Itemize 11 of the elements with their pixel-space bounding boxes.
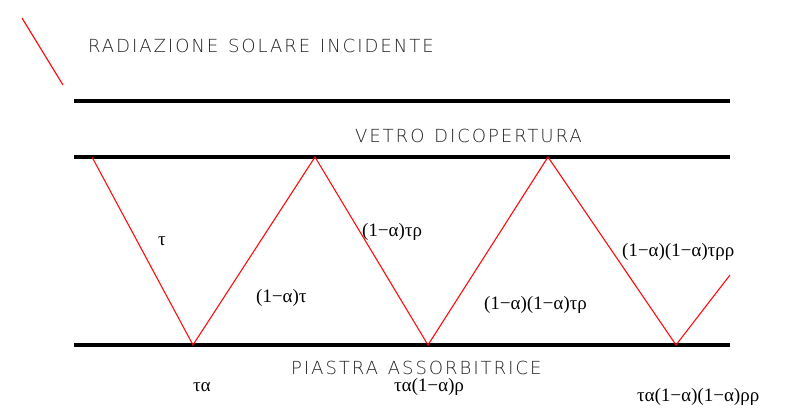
absorbed-fraction-label: τα: [193, 376, 211, 395]
reflected-fraction-label: (1−α)τρ: [362, 221, 422, 240]
absorbed-fraction-label: τα(1−α)ρ: [394, 376, 464, 395]
transmitted-fraction-label: τ: [158, 230, 166, 249]
reflected-fraction-label: (1−α)τ: [256, 287, 306, 306]
reflected-fraction-label: (1−α)(1−α)τρρ: [622, 241, 734, 260]
glass-cover-label: VETRO DICOPERTURA: [355, 128, 584, 146]
absorber-plate-label: PIASTRA ASSORBITRICE: [291, 360, 544, 378]
reflected-fraction-label: (1−α)(1−α)τρ: [484, 294, 587, 313]
incident-radiation-label: RADIAZIONE SOLARE INCIDENTE: [88, 38, 436, 56]
absorbed-fraction-label: τα(1−α)(1−α)ρρ: [637, 386, 760, 405]
